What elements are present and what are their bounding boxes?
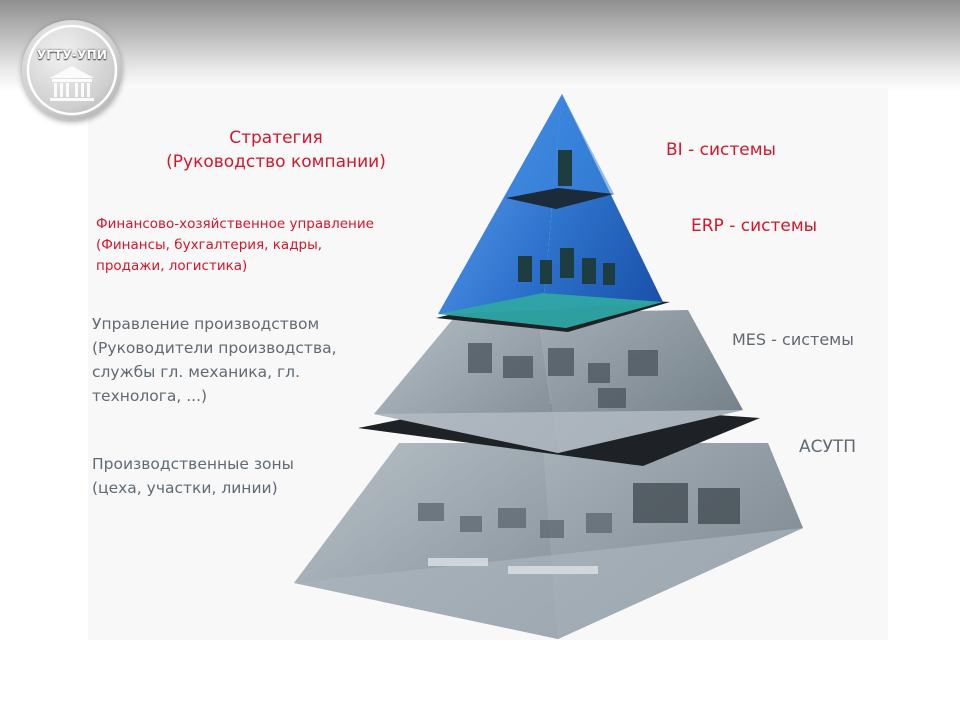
label-production-line-3: службы гл. механика, гл. [92, 363, 300, 381]
label-finance-line-2: (Финансы, бухгалтерия, кадры, [96, 237, 323, 253]
strategy-level-separator [506, 188, 614, 209]
label-production-line-2: (Руководители производства, [92, 339, 337, 357]
label-asutp: АСУТП [799, 437, 857, 457]
label-production-line-1: Управление производством [92, 315, 320, 333]
label-erp-systems: ERP - системы [691, 216, 818, 236]
university-building-icon [26, 24, 118, 116]
label-production-line-4: технолога, ...) [92, 387, 208, 405]
office-meeting-figures [518, 150, 615, 285]
pyramid-level-finance-and-strategy [438, 94, 663, 328]
label-finance-line-3: продажи, логистика) [96, 258, 248, 274]
factory-floor-equipment [418, 483, 740, 574]
system-levels-pyramid-diagram: Стратегия (Руководство компании) Финансо… [88, 88, 888, 640]
pyramid-level-production-management [374, 308, 743, 453]
label-strategy-line-1: Стратегия [229, 128, 323, 148]
label-production-zones: Производственные зоны (цеха, участки, ли… [92, 452, 294, 500]
header-gradient-bar [0, 0, 960, 92]
university-logo: УГТУ-УПИ [22, 20, 122, 120]
label-mes-systems: MES - системы [732, 330, 854, 349]
finance-level-floor [438, 293, 663, 328]
logo-text: УГТУ-УПИ [36, 48, 108, 62]
label-zones-line-2: (цеха, участки, линии) [92, 479, 278, 497]
label-finance-line-1: Финансово-хозяйственное управление [96, 216, 374, 232]
label-zones-line-1: Производственные зоны [92, 455, 294, 473]
pyramid-level-production-zones [294, 443, 803, 639]
label-bi-systems: BI - системы [666, 140, 776, 160]
management-equipment [468, 343, 658, 408]
label-production-management: Управление производством (Руководители п… [92, 312, 337, 408]
label-strategy-line-2: (Руководство компании) [166, 152, 386, 172]
label-strategy: Стратегия (Руководство компании) [88, 126, 464, 174]
label-finance-management: Финансово-хозяйственное управление (Фина… [96, 214, 374, 277]
pyramid-graphic [294, 94, 803, 639]
